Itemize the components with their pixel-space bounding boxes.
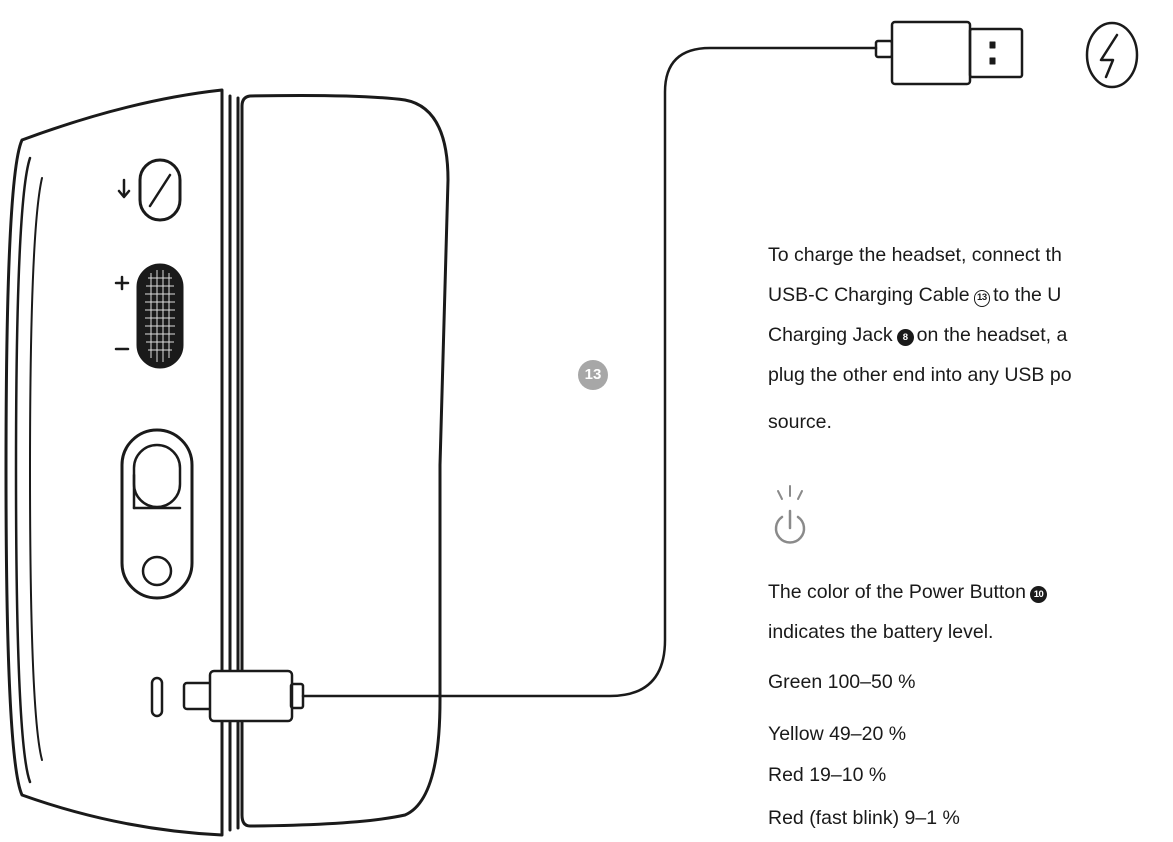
charge-text: USB-C Charging Cable: [768, 284, 970, 306]
usb-c-plug-icon: [182, 669, 305, 723]
charge-instruction-line-4: plug the other end into any USB po: [768, 364, 1072, 386]
battery-instruction-line-2: indicates the battery level.: [768, 621, 994, 643]
headset-earcup: [4, 88, 240, 837]
usb-a-plug-icon: [874, 20, 1024, 86]
mute-button: [138, 158, 182, 222]
cable-callout-badge: 13: [578, 360, 608, 390]
usb-c-port: [150, 676, 164, 718]
charge-instruction-line-5: source.: [768, 411, 832, 433]
battery-level-red: Red 19–10 %: [768, 764, 887, 786]
jack-badge: 8: [896, 329, 914, 346]
battery-level-green: Green 100–50 %: [768, 671, 916, 693]
volume-rocker: [114, 263, 184, 369]
power-button-badge: 10: [1029, 586, 1047, 603]
down-arrow-icon: [117, 178, 131, 199]
charge-instruction-line-1: To charge the headset, connect th: [768, 244, 1062, 266]
usb-cable: [301, 46, 878, 698]
charge-text: to the U: [993, 284, 1062, 306]
lightning-bolt-icon: [1085, 21, 1139, 89]
ear-cushion: [240, 94, 450, 828]
charge-text: Charging Jack: [768, 324, 893, 346]
charge-text: on the headset, a: [916, 324, 1068, 346]
cable-badge: 13: [973, 290, 991, 307]
battery-text: The color of the Power Button: [768, 581, 1026, 603]
battery-level-red-fast-blink: Red (fast blink) 9–1 %: [768, 807, 960, 829]
power-icon: [774, 485, 806, 544]
power-slider: [120, 428, 194, 600]
volume-rocker-texture: [145, 270, 175, 362]
battery-level-yellow: Yellow 49–20 %: [768, 723, 907, 745]
